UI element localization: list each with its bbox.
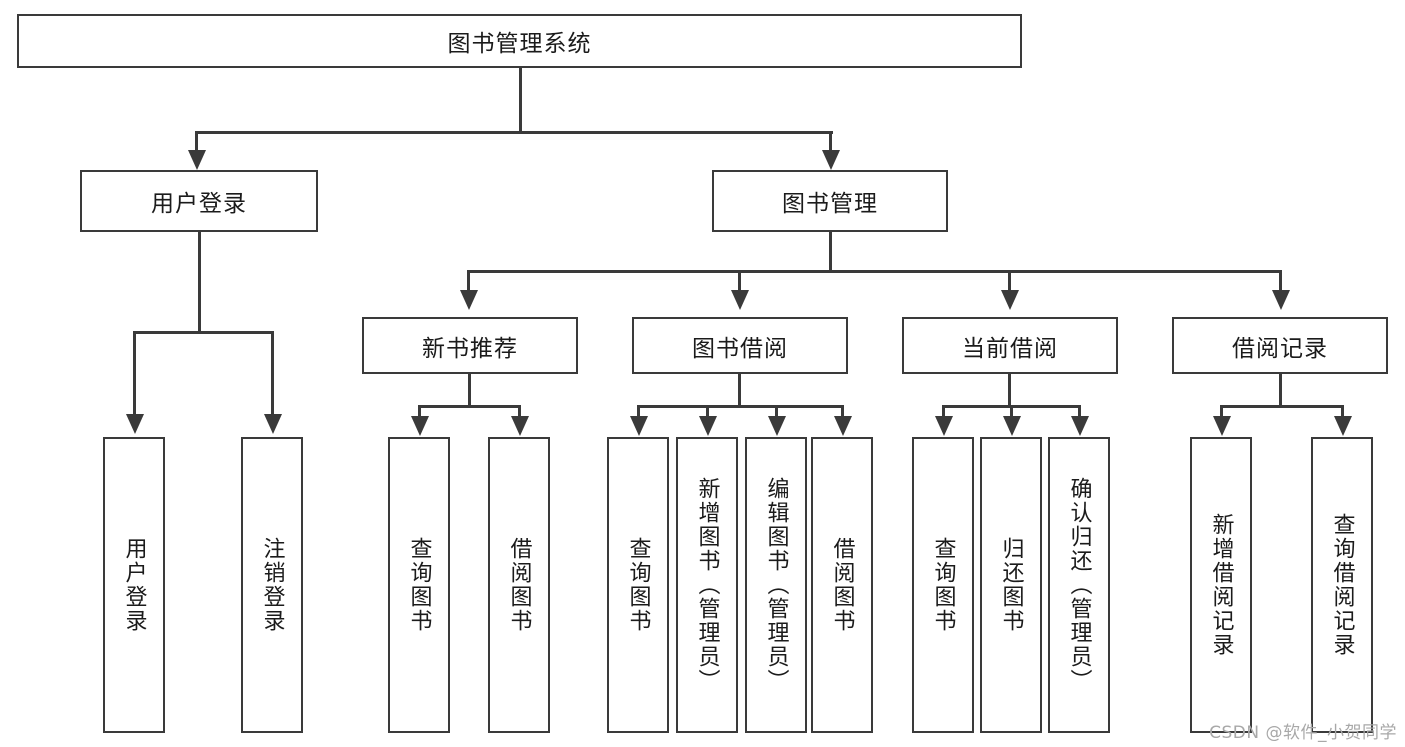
leaf-new-book-query[interactable]: 查询图书	[388, 437, 450, 733]
leaf-current-borrow-query[interactable]: 查询图书	[912, 437, 974, 733]
node-label: 查询图书	[930, 537, 956, 633]
leaf-book-borrow-query[interactable]: 查询图书	[607, 437, 669, 733]
edge-user-login-drop-2	[271, 331, 274, 417]
node-label: 图书管理系统	[447, 31, 592, 57]
leaf-borrow-records-add[interactable]: 新增借阅记录	[1190, 437, 1252, 733]
node-label: 新书推荐	[422, 335, 518, 362]
node-book-borrow[interactable]: 图书借阅	[632, 317, 848, 374]
arrowhead-new-book-leaf-2	[511, 416, 529, 436]
arrowhead-book-borrow-leaf-1	[630, 416, 648, 436]
edge-book-borrow-bus	[638, 405, 843, 408]
edge-book-borrow-drop-1	[637, 405, 640, 419]
arrowhead-current-borrow-leaf-3	[1071, 416, 1089, 436]
edge-root-to-book-management	[829, 131, 832, 153]
edge-bm-drop-1	[467, 270, 470, 292]
node-label: 归还图书	[998, 537, 1024, 633]
arrowhead-user-login-leaf-2	[264, 414, 282, 434]
edge-current-borrow-drop-3	[1078, 405, 1081, 419]
node-label: 借阅图书	[829, 537, 855, 633]
node-label: 当前借阅	[962, 335, 1058, 362]
edge-new-book-drop-1	[418, 405, 421, 419]
node-new-book-recommend[interactable]: 新书推荐	[362, 317, 578, 374]
edge-user-login-stem	[198, 232, 201, 333]
arrowhead-bm-to-book-borrow	[731, 290, 749, 310]
edge-book-borrow-drop-2	[706, 405, 709, 419]
edge-root-stem	[519, 68, 522, 133]
edge-new-book-stem	[468, 374, 471, 407]
node-label: 查询图书	[625, 537, 651, 633]
node-root-book-management-system[interactable]: 图书管理系统	[17, 14, 1022, 68]
leaf-user-login-logout[interactable]: 注销登录	[241, 437, 303, 733]
leaf-user-login-login[interactable]: 用户登录	[103, 437, 165, 733]
arrowhead-current-borrow-leaf-1	[935, 416, 953, 436]
leaf-borrow-records-query[interactable]: 查询借阅记录	[1311, 437, 1373, 733]
node-current-borrow[interactable]: 当前借阅	[902, 317, 1118, 374]
edge-book-borrow-drop-3	[775, 405, 778, 419]
arrowhead-bm-to-borrow-records	[1272, 290, 1290, 310]
node-label: 用户登录	[151, 191, 247, 217]
edge-user-login-drop-1	[133, 331, 136, 417]
watermark-csdn: CSDN @软件_小贺同学	[1209, 723, 1397, 743]
node-label: 确认归还（管理员）	[1066, 477, 1092, 693]
node-label: 新增借阅记录	[1208, 513, 1234, 657]
leaf-book-borrow-borrow[interactable]: 借阅图书	[811, 437, 873, 733]
node-label: 查询借阅记录	[1329, 513, 1355, 657]
edge-bm-drop-3	[1008, 270, 1011, 292]
edge-borrow-records-drop-2	[1341, 405, 1344, 419]
edge-bm-drop-4	[1279, 270, 1282, 292]
edge-new-book-bus	[419, 405, 520, 408]
edge-root-to-user-login	[195, 131, 198, 153]
arrowhead-book-borrow-leaf-3	[768, 416, 786, 436]
arrowhead-book-borrow-leaf-2	[699, 416, 717, 436]
arrowhead-root-to-book-management	[822, 150, 840, 170]
arrowhead-borrow-records-leaf-1	[1213, 416, 1231, 436]
edge-book-management-bus	[468, 270, 1282, 273]
node-book-management[interactable]: 图书管理	[712, 170, 948, 232]
edge-user-login-bus	[134, 331, 273, 334]
arrowhead-bm-to-current-borrow	[1001, 290, 1019, 310]
node-label: 注销登录	[259, 537, 285, 633]
edge-book-management-stem	[829, 232, 832, 272]
leaf-book-borrow-add[interactable]: 新增图书（管理员）	[676, 437, 738, 733]
edge-borrow-records-bus	[1221, 405, 1343, 408]
edge-current-borrow-drop-1	[942, 405, 945, 419]
leaf-new-book-borrow[interactable]: 借阅图书	[488, 437, 550, 733]
node-label: 查询图书	[406, 537, 432, 633]
edge-borrow-records-stem	[1279, 374, 1282, 407]
arrowhead-root-to-user-login	[188, 150, 206, 170]
edge-current-borrow-stem	[1008, 374, 1011, 407]
node-label: 图书借阅	[692, 335, 788, 362]
edge-book-borrow-drop-4	[841, 405, 844, 419]
node-borrow-records[interactable]: 借阅记录	[1172, 317, 1388, 374]
arrowhead-current-borrow-leaf-2	[1003, 416, 1021, 436]
arrowhead-bm-to-new-book	[460, 290, 478, 310]
edge-current-borrow-drop-2	[1010, 405, 1013, 419]
edge-borrow-records-drop-1	[1220, 405, 1223, 419]
node-label: 新增图书（管理员）	[694, 477, 720, 693]
node-label: 编辑图书（管理员）	[763, 477, 789, 693]
arrowhead-borrow-records-leaf-2	[1334, 416, 1352, 436]
edge-book-borrow-stem	[738, 374, 741, 407]
node-label: 用户登录	[121, 537, 147, 633]
node-label: 借阅记录	[1232, 335, 1328, 362]
arrowhead-book-borrow-leaf-4	[834, 416, 852, 436]
edge-root-bus	[196, 131, 833, 134]
arrowhead-new-book-leaf-1	[411, 416, 429, 436]
leaf-current-borrow-return[interactable]: 归还图书	[980, 437, 1042, 733]
node-label: 借阅图书	[506, 537, 532, 633]
edge-bm-drop-2	[738, 270, 741, 292]
node-label: 图书管理	[782, 191, 878, 217]
leaf-current-borrow-confirm-return[interactable]: 确认归还（管理员）	[1048, 437, 1110, 733]
leaf-book-borrow-edit[interactable]: 编辑图书（管理员）	[745, 437, 807, 733]
edge-new-book-drop-2	[518, 405, 521, 419]
node-user-login[interactable]: 用户登录	[80, 170, 318, 232]
arrowhead-user-login-leaf-1	[126, 414, 144, 434]
